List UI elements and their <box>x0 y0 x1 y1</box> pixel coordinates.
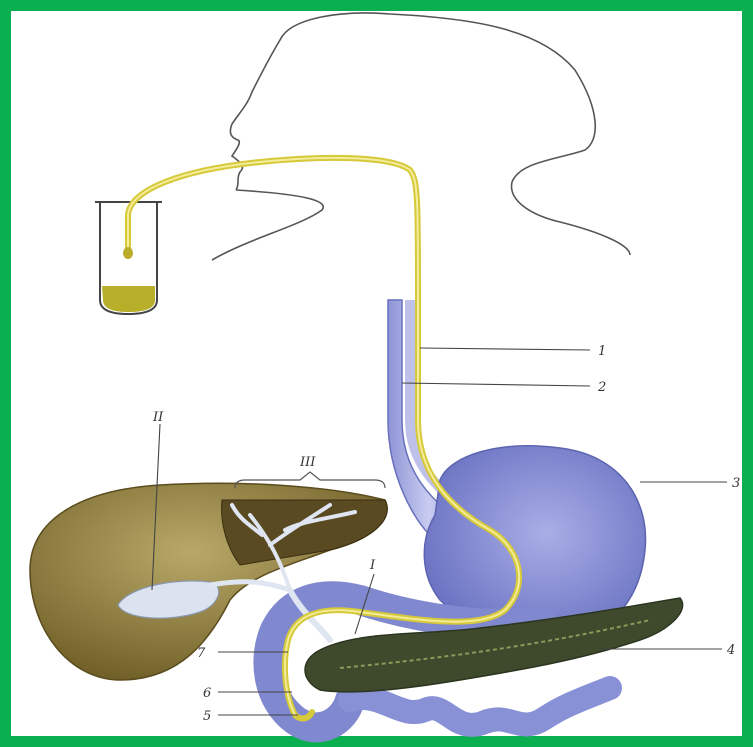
label-5: 5 <box>203 709 211 724</box>
label-roman-ii: II <box>152 410 164 425</box>
label-6: 6 <box>203 686 211 701</box>
label-roman-i: I <box>369 558 376 573</box>
label-3: 3 <box>732 476 740 491</box>
label-1: 1 <box>598 344 606 359</box>
head-profile-outline <box>212 13 630 260</box>
label-roman-iii: III <box>299 455 316 470</box>
label-4: 4 <box>726 643 735 658</box>
label-2: 2 <box>597 380 606 395</box>
small-intestine <box>350 688 610 725</box>
label-7: 7 <box>197 646 206 661</box>
